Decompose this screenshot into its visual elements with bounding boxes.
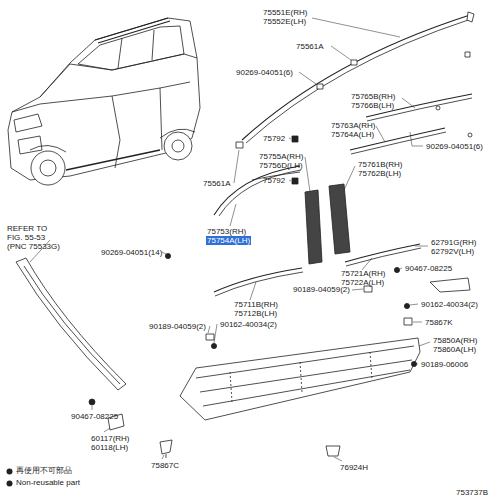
part-number: 60118(LH) bbox=[90, 443, 129, 452]
part-number: 60117(RH) bbox=[90, 434, 131, 443]
leader-lines bbox=[30, 18, 430, 461]
part-number: 753737B bbox=[455, 488, 489, 497]
part-number: 75552E(LH) bbox=[262, 17, 307, 26]
part-number: 75763A(RH) bbox=[330, 121, 376, 130]
rocker-panel-drawing bbox=[180, 338, 420, 420]
part-number: 75766B(LH) bbox=[350, 101, 395, 110]
part-number: 75712B(LH) bbox=[233, 309, 278, 318]
part-number: 75764A(LH) bbox=[330, 130, 375, 139]
part-number: 76924H bbox=[339, 463, 369, 472]
part-number: 90189-04059(2) bbox=[148, 322, 207, 331]
legend-row: 再使用不可部品 bbox=[6, 466, 72, 476]
part-number: FIG. 55-53 bbox=[6, 233, 46, 242]
legend-text: 再使用不可部品 bbox=[16, 466, 72, 476]
part-number: 75711B(RH) bbox=[233, 300, 279, 309]
part-number: REFER TO bbox=[6, 224, 48, 233]
legend-row: Non-reusable part bbox=[6, 478, 80, 488]
part-number: 90467-08225 bbox=[70, 412, 119, 421]
part-number: 75561A bbox=[295, 42, 325, 51]
part-number: 75792 bbox=[262, 134, 286, 143]
legend-sample bbox=[6, 480, 13, 487]
legend-text: Non-reusable part bbox=[16, 478, 80, 488]
part-number: 62792V(LH) bbox=[430, 247, 475, 256]
part-number: 75860A(LH) bbox=[432, 345, 477, 354]
part-number: 75792 bbox=[262, 176, 286, 185]
part-number: 90269-04051(14) bbox=[100, 248, 163, 257]
part-number: 75765B(RH) bbox=[350, 92, 396, 101]
part-number: 75761B(RH) bbox=[357, 160, 403, 169]
part-number: 75867C bbox=[150, 461, 180, 470]
part-number: 90189-06006 bbox=[420, 360, 469, 369]
part-number: 75850A(RH) bbox=[432, 336, 478, 345]
part-number: 90162-40034(2) bbox=[420, 300, 479, 309]
part-number: 75755A(RH) bbox=[258, 152, 304, 161]
part-number: 62791G(RH) bbox=[430, 238, 477, 247]
part-number: 90467-08225 bbox=[404, 264, 453, 273]
part-number: 75867K bbox=[424, 318, 454, 327]
part-number: 90269-04051(6) bbox=[425, 142, 484, 151]
part-number: 75721A(RH) bbox=[340, 269, 386, 278]
part-number: 75762B(LH) bbox=[357, 169, 402, 178]
part-number: 75753(RH) bbox=[206, 227, 247, 236]
part-number: 75561A bbox=[202, 179, 232, 188]
part-number: 90269-04051(6) bbox=[235, 68, 294, 77]
part-number: 75756D(LH) bbox=[258, 161, 304, 170]
legend-sample bbox=[6, 468, 13, 475]
part-number: 75754A(LH) bbox=[206, 236, 251, 245]
part-number: 90189-04059(2) bbox=[292, 285, 351, 294]
part-number: 75551E(RH) bbox=[262, 8, 308, 17]
vehicle-drawing bbox=[8, 18, 200, 185]
part-number: (PNC 75533G) bbox=[6, 242, 61, 251]
part-number: 90162-40034(2) bbox=[219, 320, 278, 329]
